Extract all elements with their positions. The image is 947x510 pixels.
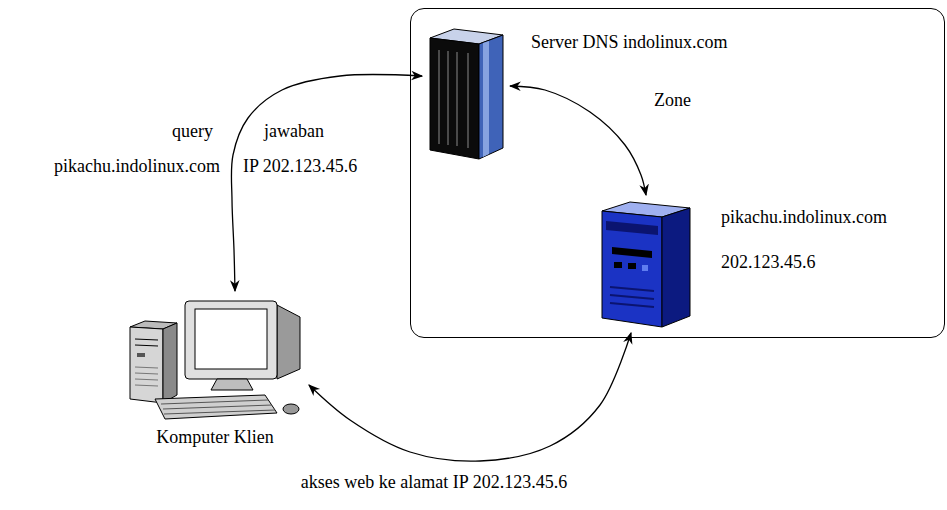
icon-part (447, 51, 449, 145)
icon-part (135, 367, 158, 368)
icon-part (467, 53, 469, 148)
connector (309, 333, 631, 461)
icon-part (135, 373, 158, 374)
connector (231, 75, 422, 291)
icon-part (456, 52, 458, 146)
node-label: Komputer Klien (125, 423, 305, 451)
dns-server-icon (426, 26, 506, 161)
annotation: pikachu.indolinux.com (52, 156, 222, 178)
icon-part (163, 405, 272, 409)
web-server-icon (598, 199, 693, 329)
icon-part (130, 327, 163, 403)
icon-part (135, 339, 158, 340)
dns-server: Server DNS indolinux.com (426, 26, 506, 161)
icon-part (662, 208, 690, 327)
icon-part (277, 305, 300, 379)
connector (510, 86, 646, 195)
client-computer-icon (125, 295, 305, 423)
icon-part (164, 410, 275, 414)
web-server: pikachu.indolinux.com202.123.45.6 (598, 199, 693, 329)
annotation: jawaban (262, 121, 326, 143)
icon-part (195, 309, 267, 369)
icon-part (161, 400, 268, 404)
icon-part (610, 287, 654, 291)
icon-part (430, 38, 479, 159)
connector-label: Zone (652, 90, 693, 112)
icon-part (642, 265, 648, 271)
icon-part (438, 50, 440, 144)
node-label: Server DNS indolinux.com (529, 32, 729, 54)
icon-part (610, 295, 654, 299)
icon-part (606, 221, 658, 235)
icon-part (135, 379, 158, 380)
icon-part (155, 395, 277, 419)
client-computer: Komputer Klien (125, 295, 305, 451)
node-label: 202.123.45.6 (719, 252, 818, 274)
icon-part (479, 35, 503, 159)
icon-part (283, 404, 299, 414)
icon-part (614, 262, 622, 268)
icon-part (163, 323, 177, 403)
node-label: pikachu.indolinux.com (719, 207, 889, 229)
zone-region: Server DNS indolinux.com pikachu.indolinu… (410, 8, 945, 338)
icon-part (135, 385, 158, 386)
connector-label: akses web ke alamat IP 202.123.45.6 (299, 472, 569, 494)
annotation: query (170, 121, 215, 143)
icon-part (602, 211, 662, 327)
icon-part (135, 345, 158, 346)
icon-part (211, 379, 253, 390)
icon-part (628, 263, 636, 269)
icon-part (612, 247, 652, 258)
icon-part (137, 353, 145, 357)
icon-part (483, 41, 489, 157)
icon-part (610, 303, 654, 307)
icon-part (185, 301, 277, 379)
annotation: IP 202.123.45.6 (241, 156, 359, 178)
